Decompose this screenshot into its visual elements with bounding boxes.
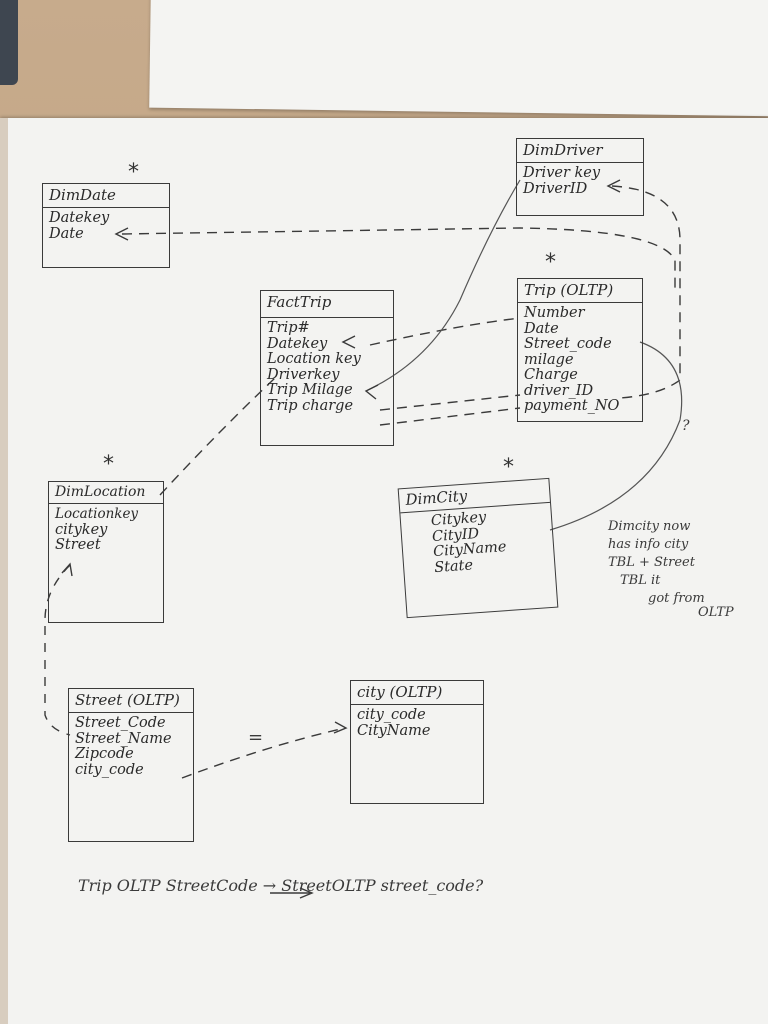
- entity-trip-oltp: Trip (OLTP) Number Date Street_code mila…: [517, 278, 643, 422]
- field: Datekey: [267, 335, 328, 352]
- connector-city-code: [181, 727, 346, 779]
- entity-title: DimDate: [43, 184, 169, 208]
- arrowhead-street: [61, 562, 73, 577]
- field: Locationkey: [55, 506, 139, 522]
- field: Zipcode: [75, 746, 134, 762]
- entity-dimdate: DimDate Datekey Date: [42, 183, 170, 268]
- arrowhead-driver-id: [606, 179, 621, 193]
- arrowhead-note: [299, 887, 314, 899]
- side-note-line: TBL + Street: [608, 555, 695, 570]
- field: DriverID: [523, 180, 588, 197]
- equals-mark: =: [248, 727, 264, 748]
- field: Date: [49, 225, 84, 242]
- bottom-note: Trip OLTP StreetCode → StreetOLTP street…: [78, 876, 484, 895]
- field: Trip charge: [267, 397, 354, 414]
- connector-driver-key: [367, 179, 521, 391]
- asterisk-dimcity: *: [503, 455, 514, 480]
- asterisk-trip-oltp: *: [545, 250, 556, 275]
- entity-dimdriver: DimDriver Driver key DriverID: [516, 138, 644, 216]
- field: Datekey: [49, 210, 110, 226]
- field: Street_code: [524, 336, 612, 352]
- side-note-line: OLTP: [698, 605, 734, 620]
- field: Driverkey: [267, 366, 340, 383]
- field: CityName: [357, 722, 431, 739]
- sheet-edge: [0, 118, 8, 1024]
- field: Trip Milage: [267, 382, 353, 398]
- connector-date: [121, 227, 676, 290]
- entity-dimlocation: DimLocation Locationkey citykey Street: [48, 481, 164, 623]
- connector-driver-id: [611, 185, 681, 399]
- side-note-line: has info city: [608, 537, 689, 552]
- arrowhead-driverkey: [364, 384, 379, 400]
- diagram-sheet: [0, 118, 768, 1024]
- connector-charge: [379, 407, 521, 426]
- side-note-line: got from: [648, 591, 705, 606]
- field: Street: [55, 537, 101, 553]
- field: Street_Name: [75, 730, 172, 747]
- dark-object: [0, 0, 18, 85]
- entity-title: DimLocation: [49, 482, 163, 504]
- connector-street-code: [549, 341, 683, 531]
- entity-city-oltp: city (OLTP) city_code CityName: [350, 680, 484, 804]
- question-mark: ?: [682, 418, 690, 434]
- connector-street: [44, 564, 71, 736]
- field: citykey: [55, 521, 108, 538]
- field: Street_Code: [75, 715, 166, 731]
- field: Charge: [524, 367, 578, 383]
- entity-title: FactTrip: [267, 293, 332, 311]
- arrowhead-trip: [341, 335, 356, 349]
- side-note-line: Dimcity now: [608, 519, 691, 534]
- entity-dimcity: DimCity Citykey CityID CityName State: [397, 477, 559, 619]
- asterisk-dimlocation: *: [103, 452, 114, 477]
- field: Trip#: [267, 320, 310, 336]
- field: Number: [524, 305, 585, 321]
- arrowhead-city: [333, 721, 348, 734]
- field: payment_NO: [524, 398, 620, 414]
- entity-title: DimDriver: [517, 139, 643, 163]
- field: Location key: [267, 351, 361, 367]
- connector-trip-number: [369, 317, 521, 346]
- field: Driver key: [523, 165, 601, 181]
- entity-title: city (OLTP): [351, 681, 483, 705]
- side-note-line: TBL it: [620, 573, 661, 588]
- field: city_code: [357, 707, 426, 723]
- entity-facttrip: FactTrip Trip# Datekey Location key Driv…: [260, 290, 394, 446]
- entity-street-oltp: Street (OLTP) Street_Code Street_Name Zi…: [68, 688, 194, 842]
- side-note: Dimcity now has info city TBL + Street T…: [608, 518, 734, 622]
- field: driver_ID: [524, 382, 594, 399]
- entity-title: Trip (OLTP): [518, 279, 642, 303]
- entity-title: Street (OLTP): [69, 689, 193, 713]
- asterisk-dimdate: *: [128, 160, 139, 185]
- field: Date: [524, 320, 559, 337]
- field: milage: [524, 351, 574, 368]
- connector-location: [159, 377, 276, 496]
- arrowhead-date: [114, 227, 129, 241]
- field: city_code: [75, 761, 144, 778]
- connector-milage: [379, 394, 521, 411]
